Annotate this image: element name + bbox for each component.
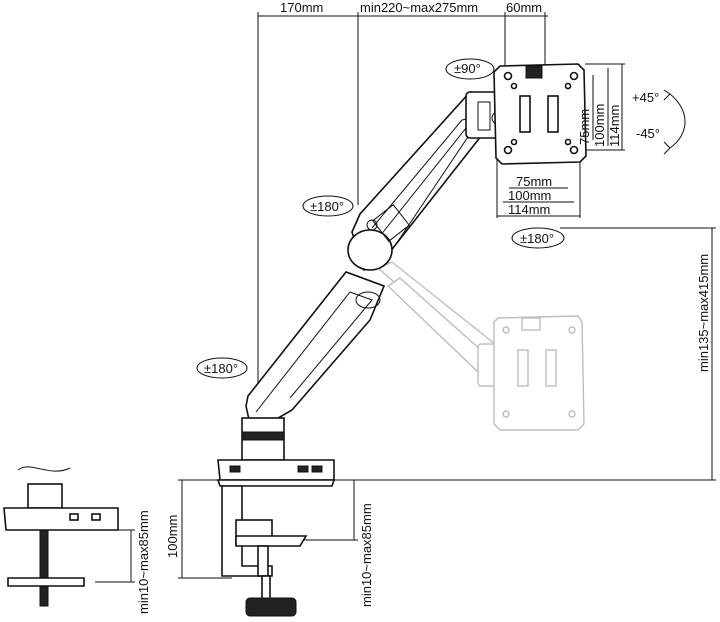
vesa-75-horizontal-label: 75mm (516, 174, 552, 189)
clamp-range-main-label: min10~max85mm (359, 503, 374, 607)
plate-depth-label: 60mm (506, 0, 542, 15)
rotation-arrows (196, 58, 686, 379)
base-rotation-label: ±180° (204, 361, 238, 376)
tilt-up-label: +45° (632, 90, 659, 105)
head-rotation-label: ±180° (520, 231, 554, 246)
portrait-rotation-icon (445, 58, 495, 80)
vesa-plate (493, 63, 587, 165)
portrait-rotation-label: ±90° (454, 61, 481, 76)
height-range-label: min135~max415mm (696, 254, 711, 372)
labels: 170mm min220~max275mm 60mm ±90° ±180° ±1… (136, 0, 711, 614)
desk-clamp (216, 459, 336, 617)
ghost-arm-position (376, 261, 585, 431)
base-height-label: 100mm (165, 515, 180, 558)
vesa-100-vertical-label: 100mm (592, 104, 607, 147)
monitor-arm (241, 91, 505, 461)
tilt-down-label: -45° (636, 126, 660, 141)
elbow-rotation-label: ±180° (310, 199, 344, 214)
base-rotation-icon (196, 357, 248, 379)
elbow-rotation-icon (302, 195, 354, 217)
head-rotation-icon (511, 227, 565, 249)
plate-offset-label: min220~max275mm (360, 0, 478, 15)
vesa-114-horizontal-label: 114mm (508, 202, 550, 217)
tilt-arrow-icon (669, 93, 686, 149)
clamp-range-detail-label: min10~max85mm (136, 510, 151, 614)
vesa-114-vertical-label: 114mm (607, 105, 622, 147)
arm-reach-label: 170mm (280, 0, 323, 15)
vesa-75-vertical-label: 75mm (577, 109, 592, 145)
vesa-100-horizontal-label: 100mm (508, 188, 551, 203)
clamp-detail (3, 466, 119, 607)
